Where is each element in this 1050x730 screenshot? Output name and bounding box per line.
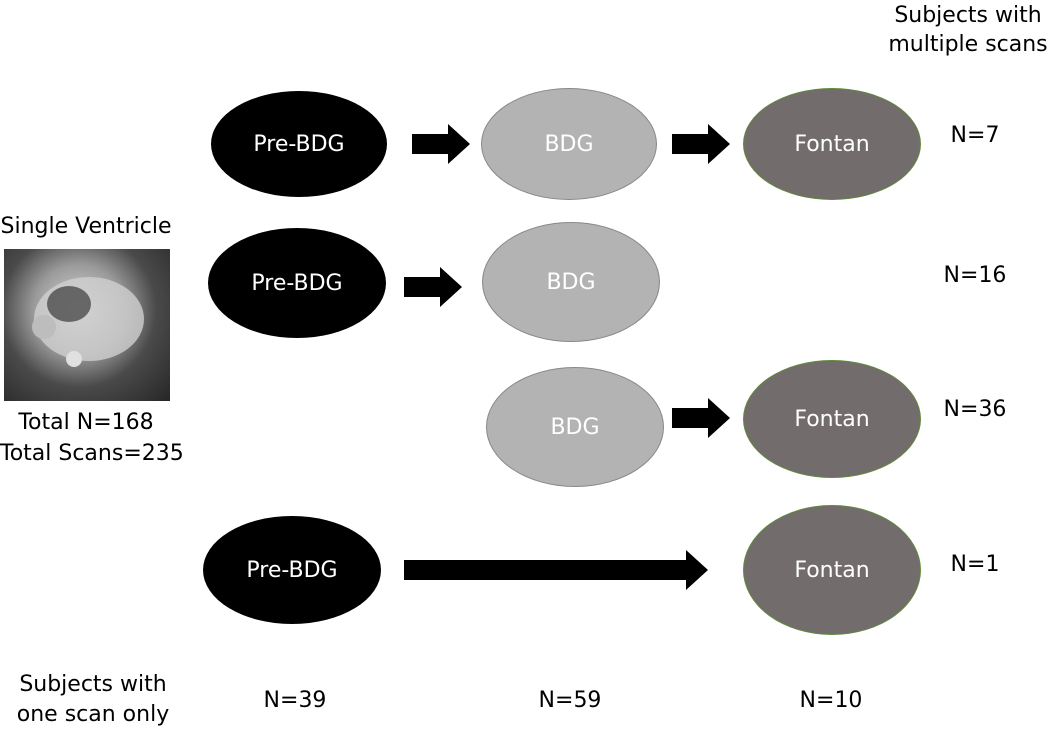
- single-ventricle-title: Single Ventricle: [0, 214, 172, 239]
- total-scans: Total Scans=235: [0, 441, 184, 466]
- node-pre-bdg-row1: Pre-BDG: [211, 91, 387, 197]
- footer-count-pre-bdg: N=39: [263, 688, 327, 713]
- right-arrow-icon: [412, 124, 470, 164]
- right-arrow-icon: [404, 267, 462, 307]
- node-pre-bdg-row2: Pre-BDG: [208, 228, 386, 338]
- footer-count-fontan: N=10: [799, 688, 863, 713]
- node-bdg-row2: BDG: [482, 222, 660, 342]
- row3-count: N=36: [943, 397, 1007, 422]
- row4-count: N=1: [950, 552, 1000, 577]
- right-arrow-icon: [672, 124, 730, 164]
- right-arrow-icon: [404, 550, 708, 590]
- row1-count: N=7: [950, 123, 1000, 148]
- footer-count-bdg: N=59: [538, 688, 602, 713]
- one-scan-label-line2: one scan only: [16, 702, 170, 727]
- mri-scan-image: [4, 249, 170, 401]
- multiple-scans-header-line1: Subjects with: [894, 3, 1042, 28]
- node-pre-bdg-row4: Pre-BDG: [203, 516, 381, 624]
- node-fontan-row1: Fontan: [743, 88, 921, 200]
- total-n: Total N=168: [18, 410, 154, 435]
- one-scan-label-line1: Subjects with: [19, 672, 167, 697]
- node-fontan-row3: Fontan: [743, 360, 921, 478]
- row2-count: N=16: [943, 263, 1007, 288]
- node-bdg-row1: BDG: [481, 88, 657, 200]
- node-fontan-row4: Fontan: [743, 505, 921, 635]
- node-bdg-row3: BDG: [486, 367, 664, 487]
- multiple-scans-header-line2: multiple scans: [888, 32, 1048, 57]
- right-arrow-icon: [672, 398, 730, 438]
